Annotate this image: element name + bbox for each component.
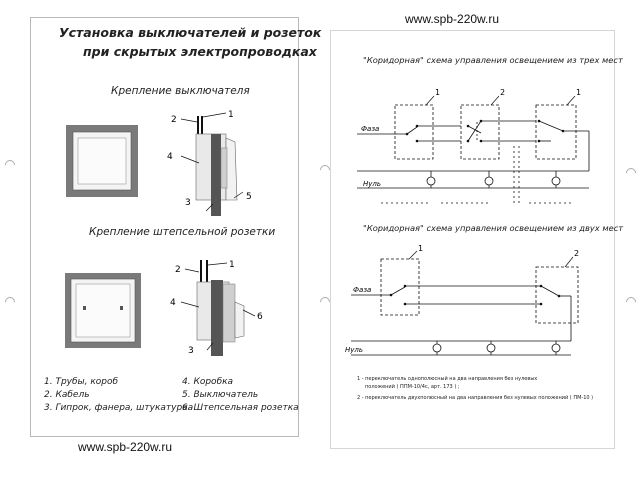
scheme-title-three-places: "Коридорная" схема управления освещением… — [363, 55, 623, 65]
left-page: Установка выключателей и розеток при скр… — [30, 17, 321, 437]
note-2: 2 - переключатель двухполюсный на два на… — [357, 395, 594, 401]
socket-front-view — [65, 273, 141, 348]
note-1-continued: положений ( ППМ-10/4с, арт. 173 ) ; — [365, 384, 460, 390]
legend-item: 3. Гипрок, фанера, штукатурка — [44, 403, 194, 413]
switch-callout: 2 — [171, 115, 177, 125]
switch-label: 1 — [418, 244, 423, 253]
watermark-top[interactable]: www.spb-220w.ru — [405, 12, 500, 26]
switch-label: 2 — [500, 88, 505, 97]
legend-item: 1. Трубы, короб — [44, 377, 119, 387]
legend-item: 6. Штепсельная розетка — [182, 403, 299, 413]
phase-label: Фаза — [361, 125, 379, 133]
left-title-line1: Установка выключателей и розеток — [59, 25, 322, 40]
wiring-diagrams: 1 2 1 Фаза Нуль — [345, 88, 590, 356]
socket-side-view — [196, 260, 245, 356]
punch-hole — [2, 157, 18, 173]
socket-callout: 6 — [257, 312, 263, 322]
punch-hole — [623, 165, 639, 181]
legend-item: 4. Коробка — [182, 377, 234, 387]
right-page: "Коридорная" схема управления освещением… — [330, 30, 623, 449]
socket-callout: 3 — [188, 346, 194, 356]
legend-item: 5. Выключатель — [182, 390, 259, 400]
neutral-label: Нуль — [345, 346, 363, 354]
phase-label: Фаза — [353, 286, 371, 294]
switch-front-view — [66, 125, 138, 197]
switch-callout: 5 — [246, 192, 252, 202]
switch-callout: 4 — [167, 152, 173, 162]
socket-callout: 4 — [170, 298, 176, 308]
switch-callout: 1 — [228, 110, 234, 120]
lamp-icon — [426, 176, 561, 186]
section-socket-title: Крепление штепсельной розетки — [89, 226, 276, 238]
lamp-icon — [432, 343, 561, 353]
punch-hole — [623, 294, 639, 310]
scheme-two-places — [351, 258, 579, 356]
switch-label: 1 — [576, 88, 581, 97]
watermark-bottom[interactable]: www.spb-220w.ru — [78, 440, 173, 454]
switch-callout: 3 — [185, 198, 191, 208]
punch-hole — [2, 294, 18, 310]
socket-callout: 1 — [229, 260, 235, 270]
switch-label: 2 — [574, 249, 579, 258]
mounting-drawings: 1 2 3 4 5 1 2 3 — [65, 110, 263, 356]
switch-label: 1 — [435, 88, 440, 97]
neutral-label: Нуль — [363, 180, 381, 188]
switch-side-view — [195, 116, 238, 216]
note-1: 1 - переключатель однополюсный на два на… — [357, 376, 538, 382]
left-title-line2: при скрытых электропроводках — [83, 44, 317, 59]
scheme-three-places — [357, 104, 590, 204]
legend-item: 2. Кабель — [44, 390, 90, 400]
section-switch-title: Крепление выключателя — [111, 85, 250, 97]
socket-callout: 2 — [175, 265, 181, 275]
scheme-title-two-places: "Коридорная" схема управления освещением… — [363, 223, 624, 233]
